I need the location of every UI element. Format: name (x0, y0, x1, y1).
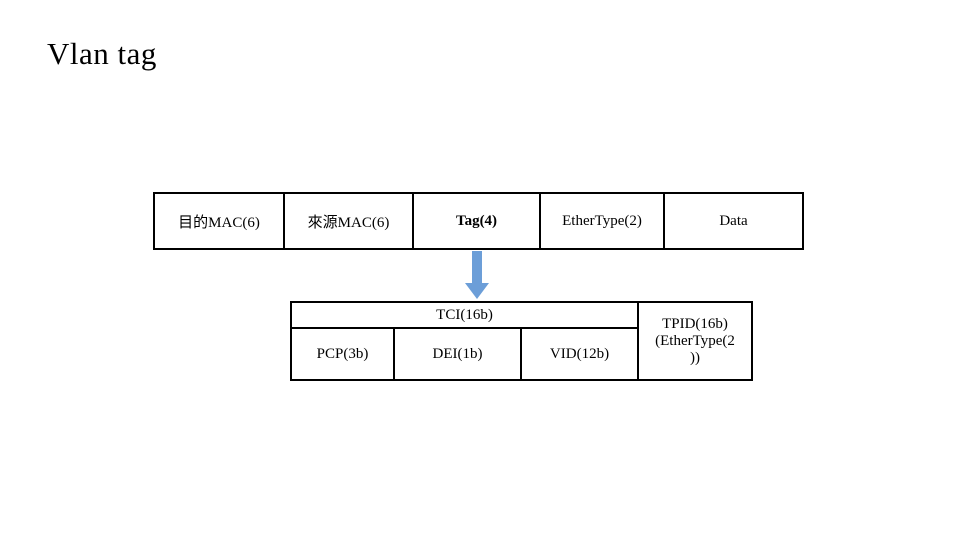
tpid-cell: TPID(16b) (EtherType(2 )) (639, 303, 751, 379)
frame-cell-tag: Tag(4) (414, 194, 541, 248)
frame-cell-destination-mac: 目的MAC(6) (155, 194, 285, 248)
slide-title: Vlan tag (47, 36, 157, 71)
frame-cell-ethertype: EtherType(2) (541, 194, 665, 248)
tpid-line-2: (EtherType(2 (655, 332, 735, 349)
dei-cell: DEI(1b) (395, 329, 522, 379)
vid-cell: VID(12b) (522, 329, 639, 379)
vlan-tag-detail-table: TCI(16b) TPID(16b) (EtherType(2 )) PCP(3… (290, 301, 753, 381)
tpid-line-3: )) (690, 349, 700, 366)
tpid-line-1: TPID(16b) (662, 315, 728, 332)
frame-cell-data: Data (719, 212, 748, 229)
down-arrow-icon (465, 251, 489, 299)
tci-cell: TCI(16b) (292, 303, 639, 329)
down-arrow-shape (465, 251, 489, 299)
ethernet-frame-row: 目的MAC(6) 來源MAC(6) Tag(4) EtherType(2) Da… (153, 192, 804, 250)
frame-cell-source-mac: 來源MAC(6) (285, 194, 414, 248)
pcp-cell: PCP(3b) (292, 329, 395, 379)
